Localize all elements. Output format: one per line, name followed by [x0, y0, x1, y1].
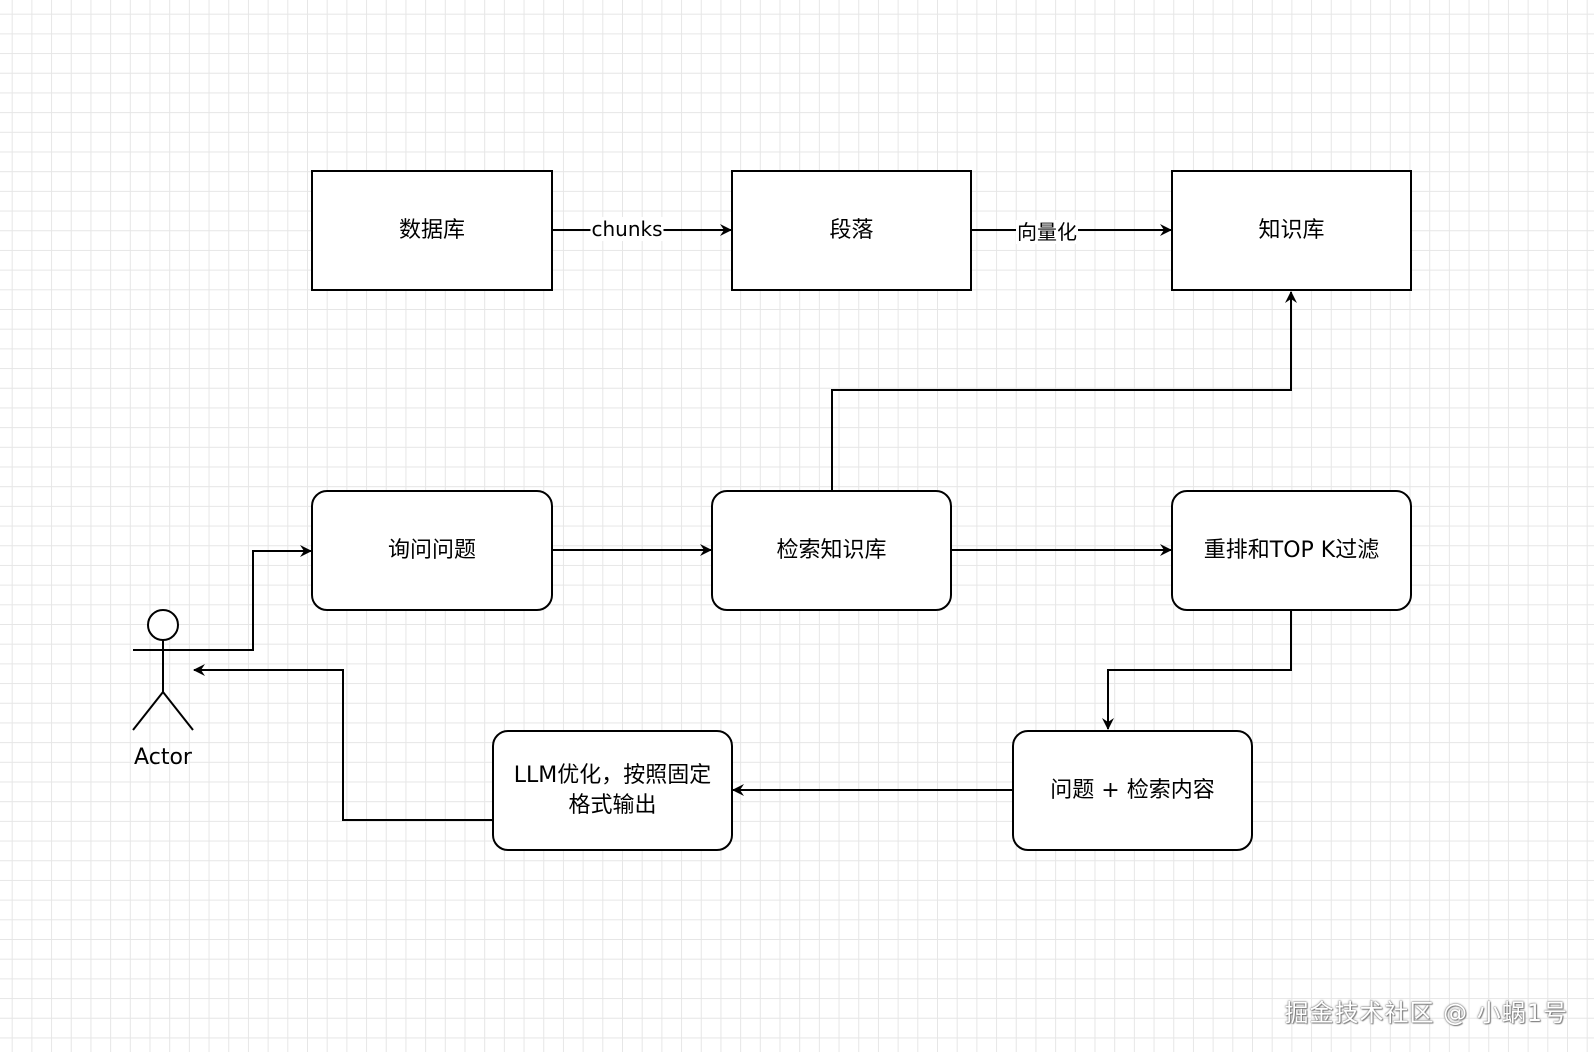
- node-rerank-topk-label: 重排和TOP K过滤: [1203, 537, 1380, 563]
- watermark: 掘金技术社区 @ 小蜗1号: [1284, 999, 1568, 1027]
- edge-llm-to-actor[interactable]: [193, 664, 492, 821]
- node-llm-optimize-label: LLM优化，按照固定 格式输出: [513, 762, 712, 818]
- actor-right-leg: [162, 691, 194, 731]
- node-ask-question-label: 询问问题: [387, 537, 476, 563]
- edge-label-vectorize: 向量化: [1016, 220, 1078, 244]
- node-rerank-topk[interactable]: 重排和TOP K过滤: [1171, 490, 1412, 611]
- node-database[interactable]: 数据库: [311, 170, 553, 291]
- actor-label: Actor: [134, 745, 192, 770]
- node-knowledge-base[interactable]: 知识库: [1171, 170, 1412, 291]
- edge-search-to-knowledge-base[interactable]: [831, 291, 1297, 490]
- node-search-knowledge-base[interactable]: 检索知识库: [711, 490, 952, 611]
- node-ask-question[interactable]: 询问问题: [311, 490, 553, 611]
- actor-head: [147, 609, 179, 641]
- edge-label-chunks: chunks: [590, 217, 664, 241]
- actor-left-leg: [132, 691, 164, 731]
- node-search-knowledge-base-label: 检索知识库: [776, 537, 887, 563]
- node-paragraph-label: 段落: [829, 217, 874, 243]
- edge-actor-to-ask[interactable]: [188, 545, 312, 651]
- node-database-label: 数据库: [398, 217, 465, 243]
- node-question-plus-content-label: 问题 + 检索内容: [1050, 777, 1215, 803]
- node-question-plus-content[interactable]: 问题 + 检索内容: [1012, 730, 1253, 851]
- edge-rerank-to-question-plus[interactable]: [1102, 611, 1292, 730]
- node-llm-optimize[interactable]: LLM优化，按照固定 格式输出: [492, 730, 733, 851]
- actor-figure[interactable]: [132, 609, 194, 731]
- node-knowledge-base-label: 知识库: [1258, 217, 1325, 243]
- node-paragraph[interactable]: 段落: [731, 170, 972, 291]
